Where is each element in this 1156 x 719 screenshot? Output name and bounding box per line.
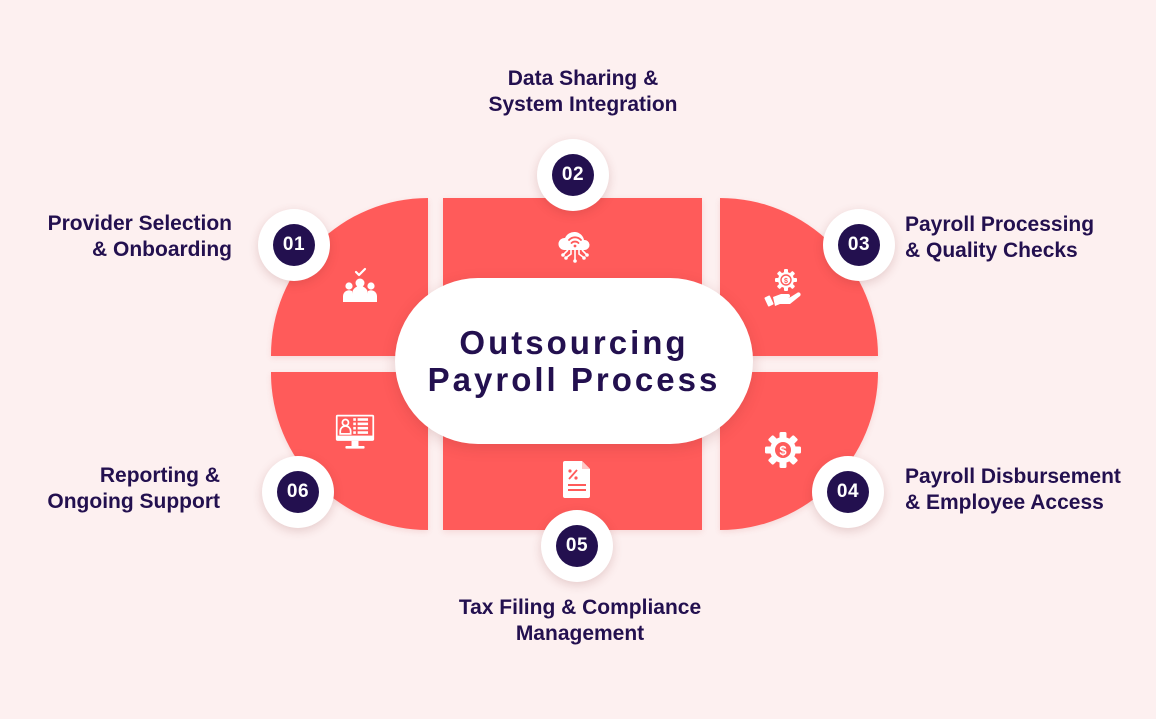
step-label-line: Payroll Disbursement <box>905 465 1121 488</box>
step-label-03: Payroll Processing & Quality Checks <box>905 212 1094 264</box>
step-label-line: Ongoing Support <box>47 490 220 513</box>
gear-dollar-icon: $ <box>763 430 803 470</box>
step-label-line: Management <box>515 622 645 645</box>
step-number: 03 <box>838 224 880 266</box>
diagram-title: Outsourcing Payroll Process <box>395 278 753 444</box>
step-number: 05 <box>556 525 598 567</box>
tax-document-icon <box>557 459 597 499</box>
step-label-line: Tax Filing & Compliance <box>458 596 702 619</box>
step-label-line: & Quality Checks <box>905 239 1078 262</box>
step-label-line: Payroll Processing <box>905 213 1095 236</box>
svg-text:$: $ <box>779 443 787 458</box>
step-badge-06: 06 <box>262 456 334 528</box>
team-check-icon <box>340 266 380 306</box>
hand-gear-dollar-icon: $ <box>764 268 804 308</box>
svg-text:$: $ <box>784 278 788 285</box>
step-label-04: Payroll Disbursement & Employee Access <box>905 464 1121 516</box>
step-badge-01: 01 <box>258 209 330 281</box>
step-badge-03: 03 <box>823 209 895 281</box>
step-label-line: Data Sharing & <box>507 67 659 90</box>
step-number: 01 <box>273 224 315 266</box>
step-label-line: System Integration <box>488 93 678 116</box>
title-line-2: Payroll Process <box>427 361 721 398</box>
step-label-01: Provider Selection & Onboarding <box>48 211 232 263</box>
monitor-profile-icon <box>335 413 375 453</box>
step-number: 02 <box>552 154 594 196</box>
title-line-1: Outsourcing <box>459 324 689 361</box>
cloud-network-icon <box>555 226 595 266</box>
step-number: 04 <box>827 471 869 513</box>
step-label-line: Provider Selection <box>47 212 232 235</box>
step-label-line: & Employee Access <box>905 491 1104 514</box>
step-badge-05: 05 <box>541 510 613 582</box>
step-label-06: Reporting & Ongoing Support <box>47 463 220 515</box>
step-label-05: Tax Filing & Compliance Management <box>440 595 720 647</box>
step-badge-04: 04 <box>812 456 884 528</box>
step-number: 06 <box>277 471 319 513</box>
step-label-line: Reporting & <box>99 464 220 487</box>
step-label-line: & Onboarding <box>92 238 232 261</box>
step-label-02: Data Sharing & System Integration <box>470 66 696 118</box>
step-badge-02: 02 <box>537 139 609 211</box>
